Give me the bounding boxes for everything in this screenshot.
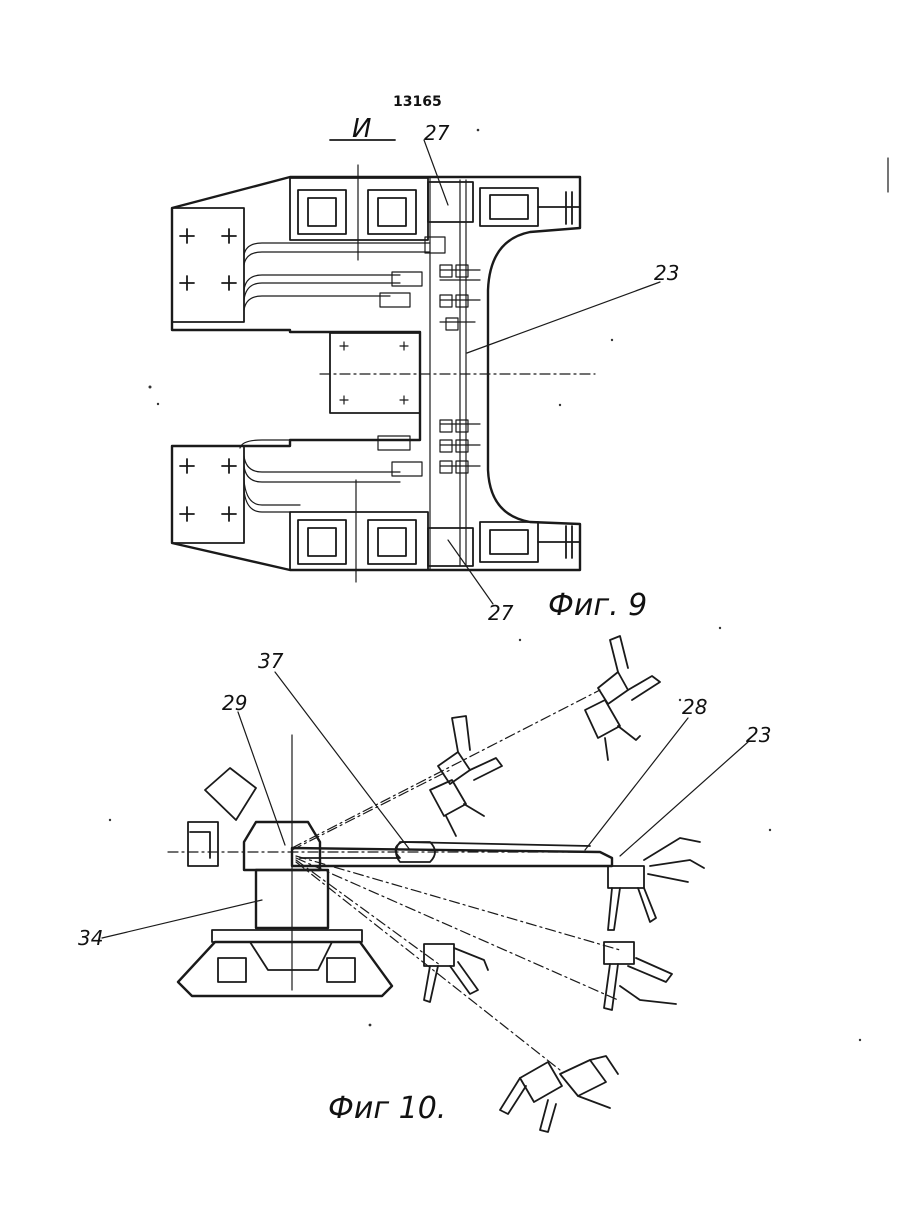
fig9-lower-hoses: [240, 420, 480, 512]
fig10-wheel-left: [218, 958, 246, 982]
fig10-alt-position-lines: [292, 690, 620, 1070]
fig9-upper-hoses: [244, 237, 480, 330]
fig10-gripper-upper-far: [585, 636, 660, 760]
fig10-label-37: 37: [258, 649, 284, 673]
fig10-label-23: 23: [746, 723, 771, 747]
fig10-column: [250, 942, 332, 970]
fig9-caption: Фиг. 9: [548, 588, 647, 623]
figure-10-drawing: [102, 636, 748, 1132]
fig9-leader-27-bottom: [448, 540, 493, 604]
fig10-gripper-lower-near: [424, 944, 488, 1002]
fig10-gripper-lowest: [500, 1056, 618, 1132]
fig9-center-plate-holes: [340, 342, 408, 404]
fig10-label-34: 34: [78, 926, 103, 950]
fig10-turntable: [212, 930, 362, 942]
fig10-gripper-main: [608, 838, 704, 930]
fig10-caption: Фиг 10.: [328, 1091, 446, 1126]
fig9-left-lower-flange: [172, 446, 244, 543]
fig10-label-28: 28: [682, 695, 707, 719]
fig10-rear-box: [188, 822, 218, 866]
fig9-lower-drive-units: [290, 480, 580, 582]
page-number: 13165: [393, 94, 442, 110]
fig10-crawler-base: [178, 942, 392, 996]
fig9-bolt-crosses: [180, 229, 236, 521]
fig9-label-23: 23: [654, 261, 679, 285]
fig10-head: [244, 822, 320, 870]
fig9-upper-drive-units: [290, 165, 580, 260]
fig10-gripper-upper-mid: [430, 716, 502, 836]
fig10-wheel-right: [327, 958, 355, 982]
scan-specks: [109, 129, 888, 1042]
fig10-gripper-lower-right: [604, 942, 676, 1010]
fig10-counterweight-tilted: [205, 768, 256, 820]
fig10-main-arm: [292, 848, 612, 866]
fig10-leader-34: [102, 900, 262, 938]
fig9-left-upper-flange: [172, 208, 244, 322]
fig10-leader-28: [585, 718, 688, 850]
fig9-label-27-bottom: 27: [488, 601, 514, 625]
fig9-leader-23: [467, 282, 660, 353]
fig10-label-29: 29: [222, 691, 247, 715]
fig9-label-27-top: 27: [424, 121, 450, 145]
figure-9-drawing: [172, 140, 660, 604]
fig10-leader-37: [275, 672, 410, 850]
